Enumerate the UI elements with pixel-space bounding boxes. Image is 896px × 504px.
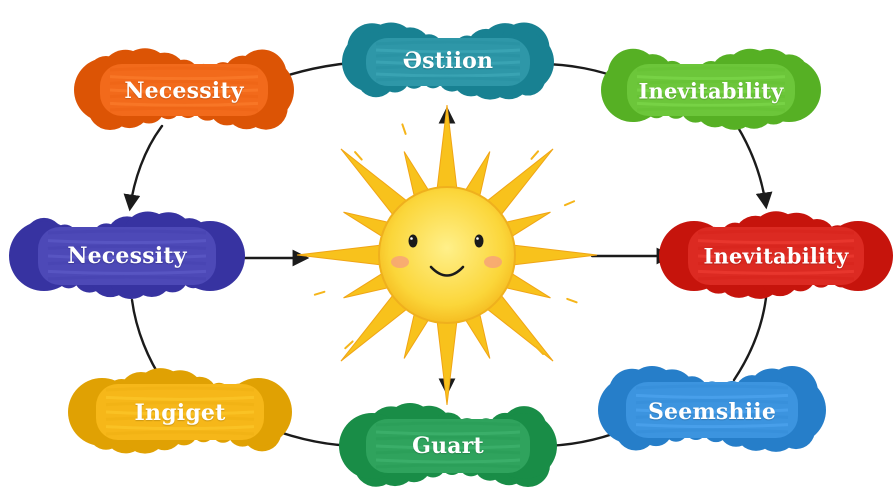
arrow-inevitability-to-inevitability	[734, 122, 773, 210]
cloud-node-bottom	[339, 403, 557, 487]
sun-ray	[507, 243, 598, 267]
node-label-inevitability-top-right: Inevitability	[638, 78, 784, 104]
sun-sparkle	[563, 200, 576, 207]
sun-right-eye	[474, 234, 484, 248]
smiling-sun-icon	[296, 104, 598, 406]
sun-ray	[435, 315, 459, 406]
sun-sparkle	[313, 290, 326, 296]
sun-sparkle	[530, 150, 540, 160]
cloud-node-mid-right	[659, 211, 893, 299]
sun-sparkle	[566, 297, 578, 304]
node-label-top: Əstiion	[402, 48, 494, 74]
sun-sparkle	[401, 123, 407, 135]
node-label-necessity-mid-left: Necessity	[67, 243, 187, 269]
node-label-bottom: Guart	[412, 433, 484, 459]
connector-inevitability-to-seemshiie	[732, 296, 768, 382]
cloud-node-mid-left	[9, 211, 245, 299]
cloud-node-bottom-left	[68, 368, 292, 454]
cloud-node-top	[342, 22, 554, 100]
sun-sparkle	[344, 340, 354, 350]
sun-smile	[429, 265, 465, 277]
node-label-bottom-right: Seemshiie	[647, 399, 777, 425]
node-label-inevitability-mid-right: Inevitability	[703, 243, 849, 269]
cloud-node-top-left	[74, 48, 294, 130]
sun-left-cheek	[391, 256, 409, 268]
sun-sparkle	[535, 345, 545, 355]
cloud-node-top-right	[601, 48, 821, 130]
sun-ray	[435, 104, 459, 195]
arrow-necessity-to-necessity	[123, 124, 164, 212]
cloud-node-bottom-right	[598, 366, 826, 452]
sun-right-cheek	[484, 256, 502, 268]
node-label-necessity-top-left: Necessity	[124, 78, 244, 104]
sun-ray	[296, 243, 387, 267]
sun-left-eye	[408, 234, 418, 248]
node-label-bottom-left: Ingiget	[134, 400, 226, 426]
sun-sparkle	[354, 151, 363, 161]
